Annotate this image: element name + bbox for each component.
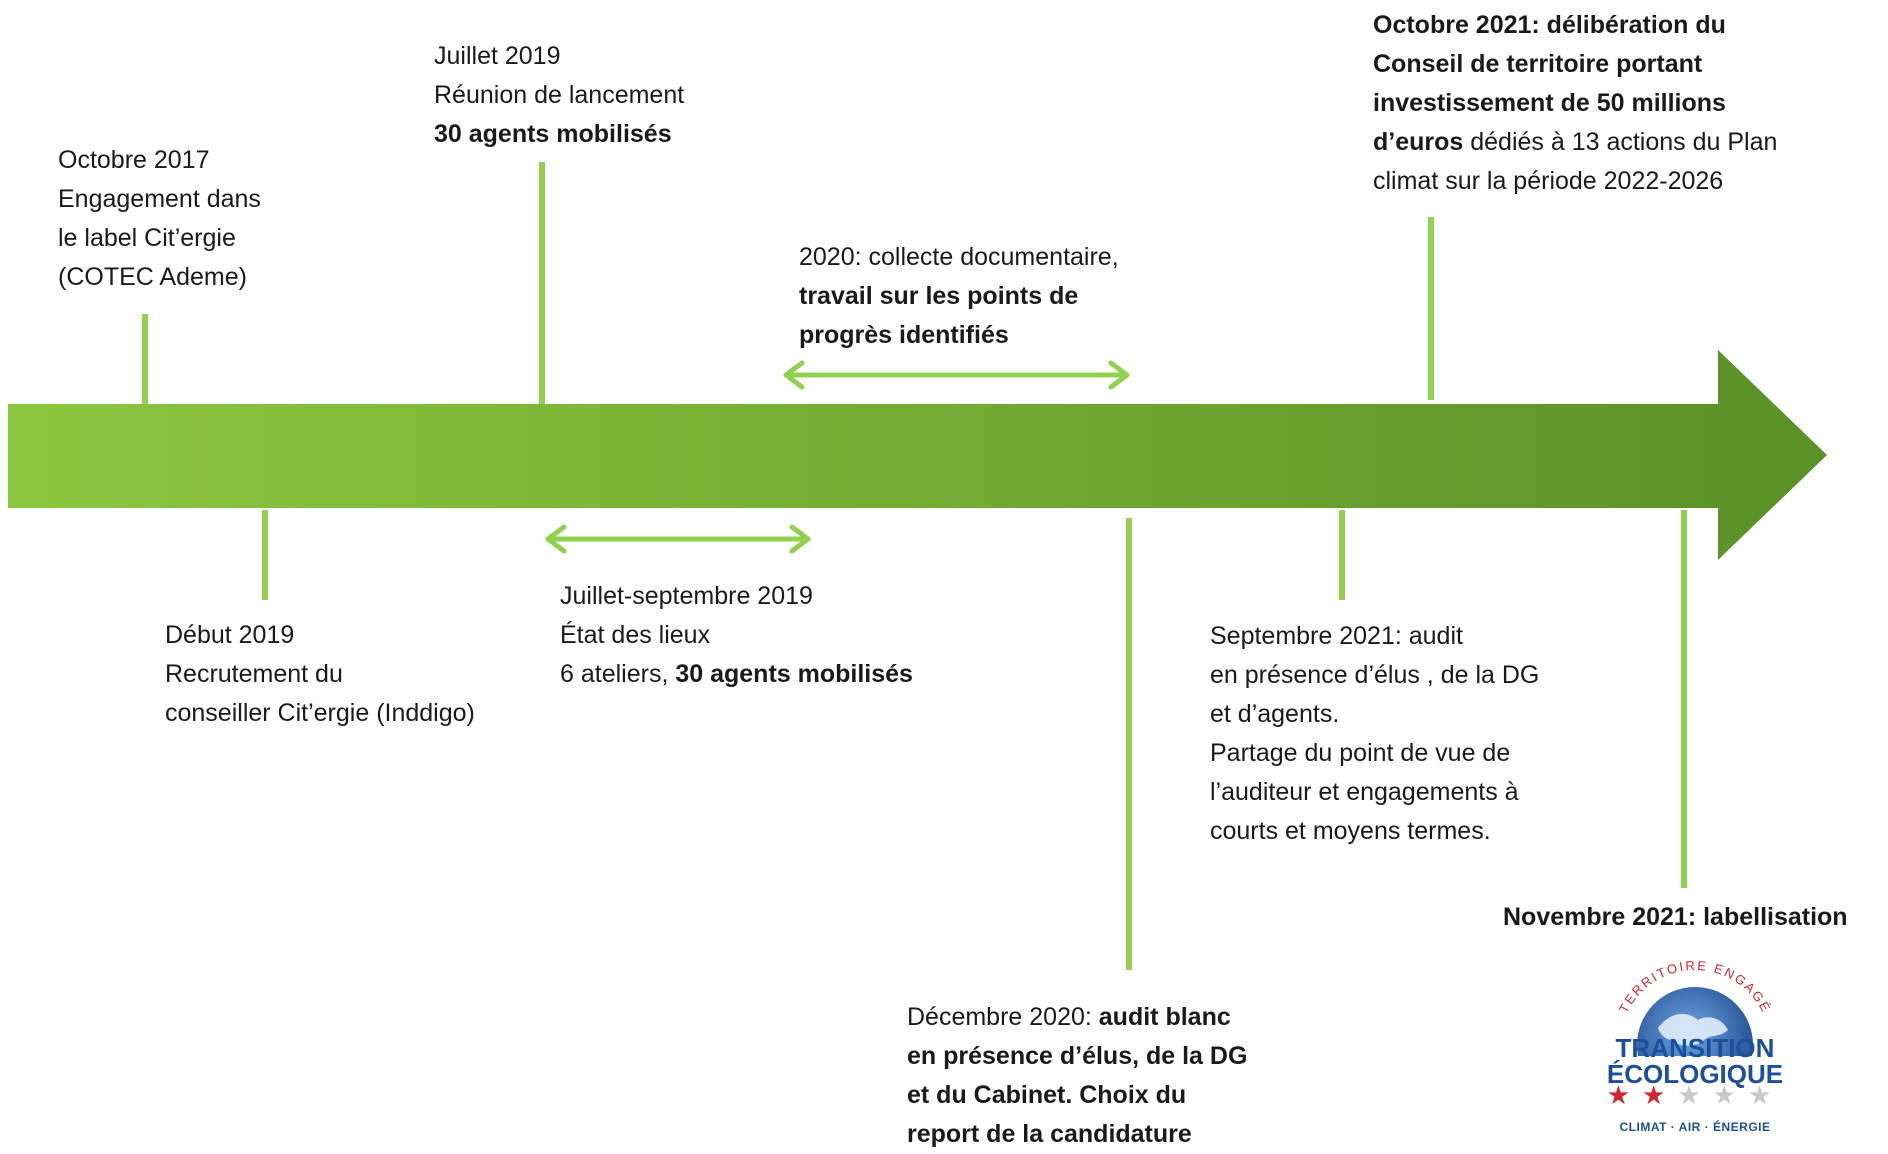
tick-debut2019 xyxy=(262,510,268,600)
double-arrow-2019 xyxy=(545,524,811,554)
event-line: Engagement dans xyxy=(58,185,261,213)
event-bold: Conseil de territoire portant xyxy=(1373,50,1703,78)
event-date: Début 2019 xyxy=(165,621,295,649)
timeline-arrow xyxy=(8,350,1827,560)
star-filled-icon: ★ xyxy=(1642,1080,1678,1110)
event-line-bold: progrès identifiés xyxy=(799,316,1119,355)
tick-juil2019 xyxy=(539,162,545,404)
tick-oct2017 xyxy=(142,314,148,404)
event-date: 2020: collecte documentaire, xyxy=(799,243,1119,271)
star-empty-icon: ★ xyxy=(1747,1080,1784,1110)
logo-title-2: ÉCOLOGIQUE xyxy=(1606,1059,1784,1089)
event-bold: travail sur les points de xyxy=(799,282,1079,310)
event-bold: et du Cabinet. Choix du xyxy=(907,1081,1187,1109)
tick-oct2021 xyxy=(1428,217,1434,400)
event-dec2020: Décembre 2020: audit blanc en présence d… xyxy=(907,998,1247,1154)
event-bold: Octobre 2021: délibération du xyxy=(1373,11,1726,39)
event-line: Réunion de lancement xyxy=(434,81,685,109)
event-debut2019: Début 2019 Recrutement du conseiller Cit… xyxy=(165,616,475,733)
event-line: et d’agents. xyxy=(1210,700,1340,728)
event-line-bold: 30 agents mobilisés xyxy=(434,115,684,154)
event-line-bold: et du Cabinet. Choix du xyxy=(907,1076,1247,1115)
event-bold: d’euros xyxy=(1373,128,1464,156)
event-line: climat sur la période 2022-2026 xyxy=(1373,167,1724,195)
event-date: Octobre 2017 xyxy=(58,146,210,174)
event-line: État des lieux xyxy=(560,621,711,649)
event-bold: en présence d’élus, de la DG xyxy=(907,1042,1248,1070)
territoire-engage-logo: TERRITOIRE ENGAGÉ TRANSITION ÉCOLOGIQUE … xyxy=(1590,950,1800,1144)
event-bold: Novembre 2021: labellisation xyxy=(1503,903,1848,931)
double-arrow-2020 xyxy=(783,360,1130,390)
event-juil2019: Juillet 2019 Réunion de lancement 30 age… xyxy=(434,37,684,154)
event-date: Décembre 2020: xyxy=(907,1003,1099,1031)
event-date: Juillet 2019 xyxy=(434,42,561,70)
event-date: Septembre 2021: audit xyxy=(1210,622,1463,650)
event-line-mixed: Décembre 2020: audit blanc xyxy=(907,998,1247,1037)
event-line-bold: travail sur les points de xyxy=(799,277,1119,316)
event-line-mixed: 6 ateliers, 30 agents mobilisés xyxy=(560,655,913,694)
event-line-bold: en présence d’élus, de la DG xyxy=(907,1037,1247,1076)
event-line-bold: Conseil de territoire portant xyxy=(1373,45,1777,84)
star-empty-icon: ★ xyxy=(1712,1080,1748,1110)
tick-dec2020 xyxy=(1126,518,1132,970)
event-text: 6 ateliers, xyxy=(560,660,676,688)
event-line-mixed: d’euros dédiés à 13 actions du Plan xyxy=(1373,123,1777,162)
event-oct2017: Octobre 2017 Engagement dans le label Ci… xyxy=(58,141,261,297)
event-line-bold: Octobre 2021: délibération du xyxy=(1373,6,1777,45)
event-line: le label Cit’ergie xyxy=(58,224,236,252)
event-oct2021: Octobre 2021: délibération du Conseil de… xyxy=(1373,6,1777,201)
logo-stars: ★★★★★ xyxy=(1590,1080,1800,1111)
event-juilsept2019: Juillet-septembre 2019 État des lieux 6 … xyxy=(560,577,913,694)
event-line: Recrutement du xyxy=(165,660,343,688)
event-text: dédiés à 13 actions du Plan xyxy=(1463,128,1778,156)
event-bold: 30 agents mobilisés xyxy=(434,120,672,148)
event-bold: investissement de 50 millions xyxy=(1373,89,1726,117)
tick-nov2021 xyxy=(1681,510,1687,888)
event-2020: 2020: collecte documentaire, travail sur… xyxy=(799,238,1119,355)
event-line: conseiller Cit’ergie (Inddigo) xyxy=(165,699,475,727)
event-line: en présence d’élus , de la DG xyxy=(1210,661,1540,689)
event-line: Partage du point de vue de xyxy=(1210,739,1511,767)
event-nov2021: Novembre 2021: labellisation xyxy=(1503,898,1848,937)
logo-subtitle: CLIMAT · AIR · ÉNERGIE xyxy=(1619,1120,1771,1134)
event-line-bold: report de la candidature xyxy=(907,1115,1247,1154)
star-empty-icon: ★ xyxy=(1677,1080,1713,1110)
star-filled-icon: ★ xyxy=(1606,1080,1643,1110)
tick-sept2021 xyxy=(1339,510,1345,600)
event-date: Juillet-septembre 2019 xyxy=(560,582,813,610)
event-line: l’auditeur et engagements à xyxy=(1210,778,1519,806)
logo-title-1: TRANSITION xyxy=(1615,1033,1775,1063)
event-bold: progrès identifiés xyxy=(799,321,1009,349)
event-bold: report de la candidature xyxy=(907,1120,1192,1148)
globe-icon: TERRITOIRE ENGAGÉ xyxy=(1616,958,1772,1080)
event-sept2021: Septembre 2021: audit en présence d’élus… xyxy=(1210,617,1539,851)
event-line: (COTEC Ademe) xyxy=(58,263,247,291)
event-line-bold: investissement de 50 millions xyxy=(1373,84,1777,123)
event-line: courts et moyens termes. xyxy=(1210,817,1491,845)
event-bold: 30 agents mobilisés xyxy=(675,660,913,688)
event-bold: audit blanc xyxy=(1098,1003,1231,1031)
